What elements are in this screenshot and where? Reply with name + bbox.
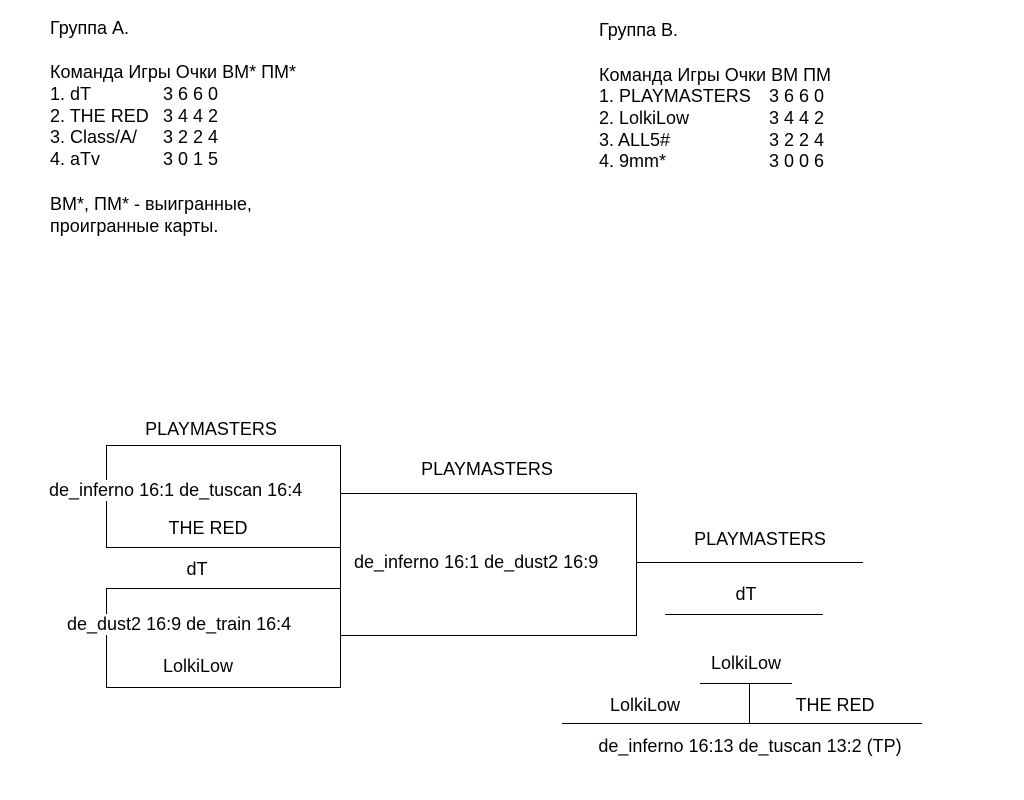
champion-line [637, 562, 863, 563]
team-stats: 3 2 2 4 [163, 127, 219, 147]
table-row: 1. dT 3 6 6 0 [50, 84, 300, 105]
team-stats: 3 6 6 0 [163, 84, 219, 104]
team-stats: 3 0 0 6 [769, 151, 825, 171]
team-name: 4. aTv [50, 149, 101, 169]
team-stats: 3 0 1 5 [163, 149, 219, 169]
semifinal1-bottom-team-label: THE RED [168, 518, 248, 538]
team-stats: 3 4 4 2 [163, 106, 219, 126]
final-score: de_inferno 16:1 de_dust2 16:9 [352, 552, 601, 573]
team-name: 3. Class/A/ [50, 127, 138, 147]
final-top-team-label: PLAYMASTERS [421, 459, 553, 479]
final-box [340, 493, 637, 636]
team-stats: 3 4 4 2 [769, 108, 825, 128]
group-b-header: Команда Игры Очки ВМ ПМ [599, 65, 832, 85]
runner-up-line [665, 614, 823, 615]
semifinal1-top-team-label: PLAYMASTERS [145, 419, 277, 439]
team-name: 2. THE RED [50, 106, 149, 126]
team-name: 3. ALL5# [599, 130, 671, 150]
third-place-winner-label: LolkiLow [710, 653, 782, 673]
team-name: 2. LolkiLow [599, 108, 690, 128]
team-name: 1. dT [50, 84, 92, 104]
semifinal1-score: de_inferno 16:1 de_tuscan 16:4 [47, 480, 305, 501]
semifinal2-score: de_dust2 16:9 de_train 16:4 [65, 614, 294, 635]
table-row: 2. LolkiLow 3 4 4 2 [599, 108, 859, 129]
table-row: 4. 9mm* 3 0 0 6 [599, 151, 859, 172]
runner-up-label: dT [735, 584, 757, 604]
team-name: 1. PLAYMASTERS [599, 86, 751, 106]
table-row: 3. ALL5# 3 2 2 4 [599, 130, 859, 151]
team-name: 4. 9mm* [599, 151, 667, 171]
table-row: 1. PLAYMASTERS 3 6 6 0 [599, 86, 859, 107]
table-row: 3. Class/A/ 3 2 2 4 [50, 127, 300, 148]
third-place-left-team-label: LolkiLow [609, 695, 681, 715]
team-stats: 3 6 6 0 [769, 86, 825, 106]
table-row: 2. THE RED 3 4 4 2 [50, 106, 300, 127]
third-place-base-line [562, 723, 922, 724]
semifinal2-box [106, 588, 341, 688]
third-place-winner-line [700, 683, 792, 684]
third-place-right-team-label: THE RED [795, 695, 875, 715]
semifinal2-top-team-label: dT [186, 559, 208, 579]
footnote-line-2: проигранные карты. [50, 216, 219, 236]
third-place-connector-line [749, 683, 750, 724]
footnote-line-1: ВМ*, ПМ* - выигранные, [50, 194, 252, 214]
group-a-title: Группа А. [50, 18, 130, 38]
table-row: 4. aTv 3 0 1 5 [50, 149, 300, 170]
third-place-score: de_inferno 16:13 de_tuscan 13:2 (TP) [598, 736, 902, 756]
champion-label: PLAYMASTERS [694, 529, 826, 549]
team-stats: 3 2 2 4 [769, 130, 825, 150]
semifinal2-bottom-team-label: LolkiLow [162, 656, 234, 676]
group-b-title: Группа В. [599, 20, 679, 40]
group-a-header: Команда Игры Очки ВМ* ПМ* [50, 62, 297, 82]
